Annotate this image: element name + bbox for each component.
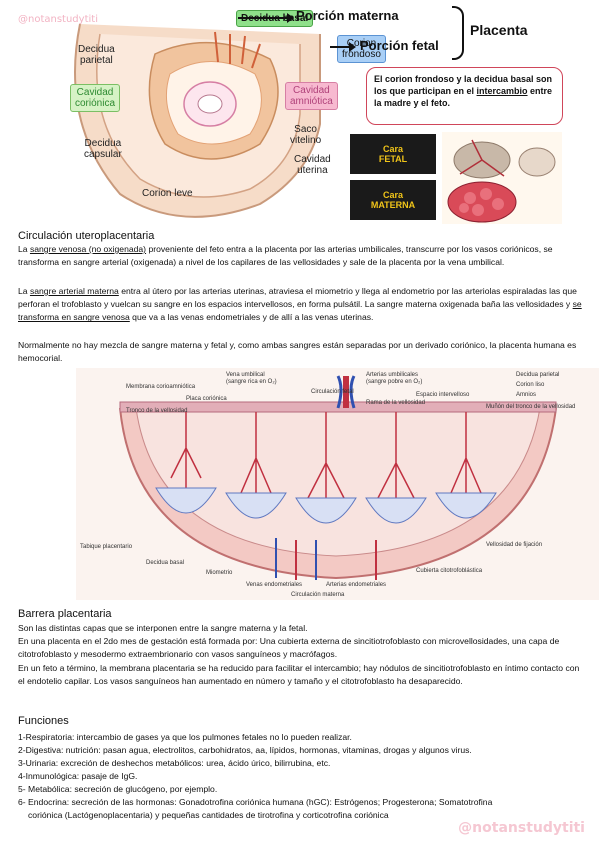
arrow-to-porcion-fetal	[330, 42, 356, 52]
cavidad-amniotica-label: Cavidad amniótica	[285, 82, 338, 110]
circulacion-p1-post: proveniente del feto entra a la placenta…	[18, 244, 553, 268]
rama-label: Rama de la vellosidad	[366, 400, 425, 406]
cavidad-uterina-label: Cavidad uterina	[294, 154, 331, 176]
munon-label: Muñón del tronco de la vellosidad	[486, 404, 575, 410]
circulacion-p1-pre: La	[18, 244, 30, 254]
circulacion-p1: La sangre venosa (no oxigenada) provenie…	[18, 243, 583, 269]
circ-materna-label: Circulación materna	[291, 592, 345, 598]
cavidad-uterina-line-2: uterina	[297, 165, 328, 176]
note-text-2: entre la madre y el feto.	[374, 86, 553, 108]
barrera-p3: En un feto a término, la membrana placen…	[18, 663, 580, 687]
tabique-label: Tabique placentario	[80, 544, 133, 550]
placenta-photo	[442, 132, 562, 224]
saco-vitelino-label: Saco vitelino	[290, 124, 321, 146]
placa-label: Placa coriónica	[186, 396, 227, 402]
corion-frondoso-label: Corion frondoso	[337, 35, 386, 63]
note-box: El corion frondoso y la decidua basal so…	[366, 67, 563, 125]
cara-fetal-line-2: FETAL	[378, 154, 408, 164]
arterias-endo-label: Arterias endometriales	[326, 582, 386, 588]
arterias-umb-label: Arterias umbilicales	[366, 372, 418, 378]
barrera-p1: Son las distintas capas que se interpone…	[18, 623, 308, 633]
porcion-materna-label: Porción materna	[296, 8, 399, 23]
embryo-uterus-figure: Decidua basal Corion frondoso Decidua pa…	[60, 4, 386, 218]
vellosidad-fijacion-label: Vellosidad de fijación	[486, 542, 542, 548]
funcion-item-6: 6- Endocrina: secreción de las hormonas:…	[18, 797, 493, 807]
barrera-heading: Barrera placentaria	[18, 608, 112, 620]
placenta-circulation-drawing: Membrana corioamniótica Placa coriónica …	[76, 368, 599, 600]
cavidad-amniotica-line-2: amniótica	[290, 96, 333, 107]
cavidad-corionica-label: Cavidad coriónica	[70, 84, 121, 112]
placenta-brace	[452, 6, 464, 60]
cavidad-uterina-line-1: Cavidad	[294, 154, 331, 165]
funcion-item-3: 3-Urinaria: excreción de deshechos metab…	[18, 758, 331, 768]
membrana-label: Membrana corioamniótica	[126, 384, 196, 390]
placenta-label: Placenta	[470, 22, 528, 38]
funcion-item-1: 1-Respiratoria: intercambio de gases ya …	[18, 732, 352, 742]
corion-liso-label: Corion liso	[516, 382, 545, 388]
funcion-item-6-cont: corióniса (Lactógenoplacentaria) y peque…	[28, 810, 389, 820]
funcion-item-4: 4-Inmunológica: pasaje de IgG.	[18, 771, 138, 781]
cara-fetal-line-1: Cara	[382, 144, 403, 154]
circulacion-p2-pre: La	[18, 286, 30, 296]
note-underlined: intercambio	[476, 86, 528, 96]
placenta-circulation-figure: Membrana corioamniótica Placa coriónica …	[76, 368, 599, 600]
cavidad-corionica-line-1: Cavidad	[76, 87, 114, 98]
corion-frondoso-line-2: frondoso	[342, 49, 381, 60]
embryo-uterus-drawing	[74, 23, 321, 218]
espacio-label: Espacio intervelloso	[416, 392, 470, 398]
circulacion-p2-post: que va a las venas endometriales y de al…	[129, 312, 374, 323]
saco-vitelino-line-2: vitelino	[290, 135, 322, 146]
circulacion-p2-underline-2: se transforma en sangre venosa	[18, 299, 582, 323]
arrow-to-porcion-materna	[238, 13, 294, 23]
watermark-top: @notanstudytiti	[18, 14, 98, 25]
barrera-p2: En una placenta en el 2do mes de gestaci…	[18, 636, 560, 660]
corion-leve-label: Corion leve	[142, 188, 193, 199]
cara-materna-line-2: MATERNA	[370, 200, 416, 210]
note-text-1: El corion frondoso y la decidua basal so…	[374, 74, 553, 96]
venas-endo-label: Venas endometriales	[246, 582, 302, 588]
porcion-fetal-label: Porción fetal	[360, 38, 439, 53]
miometrio-label: Miometrio	[206, 570, 233, 576]
corion-frondoso-line-1: Corion	[346, 38, 377, 49]
decidua-capsular-label: Decidua capsular	[84, 138, 122, 160]
cara-materna-line-1: Cara	[382, 190, 403, 200]
decidua-capsular-line-2: capsular	[84, 149, 122, 160]
tronco-label: Tronco de la vellosidad	[126, 408, 187, 414]
decidua-parietal-line-1: Decidua	[78, 44, 115, 55]
vena-umb-sub-label: (sangre rica en O₂)	[226, 379, 277, 385]
funciones-heading: Funciones	[18, 715, 69, 727]
circulacion-heading: Circulación uteroplacentaria	[18, 230, 155, 242]
arterias-umb-sub-label: (sangre pobre en O₂)	[366, 379, 422, 385]
vena-umb-label: Vena umbilical	[226, 372, 265, 378]
circ-fetal-label: Circulación fetal	[311, 389, 354, 395]
circulacion-p3: Normalmente no hay mezcla de sangre mate…	[18, 340, 577, 364]
circulacion-p2-mid: entra al útero por las arterias uterinas…	[18, 286, 577, 310]
funcion-item-5: 5- Metabólica: secreción de glucógeno, p…	[18, 784, 218, 794]
circulacion-p2-underline: sangre arterial materna	[29, 286, 119, 296]
circulacion-p1-underline: sangre venosa (no oxigenada)	[29, 244, 147, 254]
decidua-parietal-mid-label: Decidua parietal	[516, 372, 559, 378]
decidua-parietal-label: Decidua parietal	[78, 44, 115, 66]
saco-vitelino-line-1: Saco	[294, 124, 317, 135]
cavidad-corionica-line-2: coriónica	[75, 98, 116, 109]
amnios-label: Amnios	[516, 392, 536, 398]
cavidad-amniotica-line-1: Cavidad	[293, 85, 330, 96]
decidua-basal-mid-label: Decidua basal	[146, 560, 184, 566]
watermark-bottom: @notanstudytiti	[458, 820, 585, 836]
decidua-capsular-line-1: Decidua	[84, 138, 122, 149]
cubierta-label: Cubierta citotrofoblástica	[416, 568, 483, 574]
funcion-item-2: 2-Digestiva: nutrición: pasan agua, elec…	[18, 745, 472, 755]
decidua-parietal-line-2: parietal	[79, 55, 113, 66]
circulacion-p2: La sangre arterial materna entra al úter…	[18, 285, 583, 325]
